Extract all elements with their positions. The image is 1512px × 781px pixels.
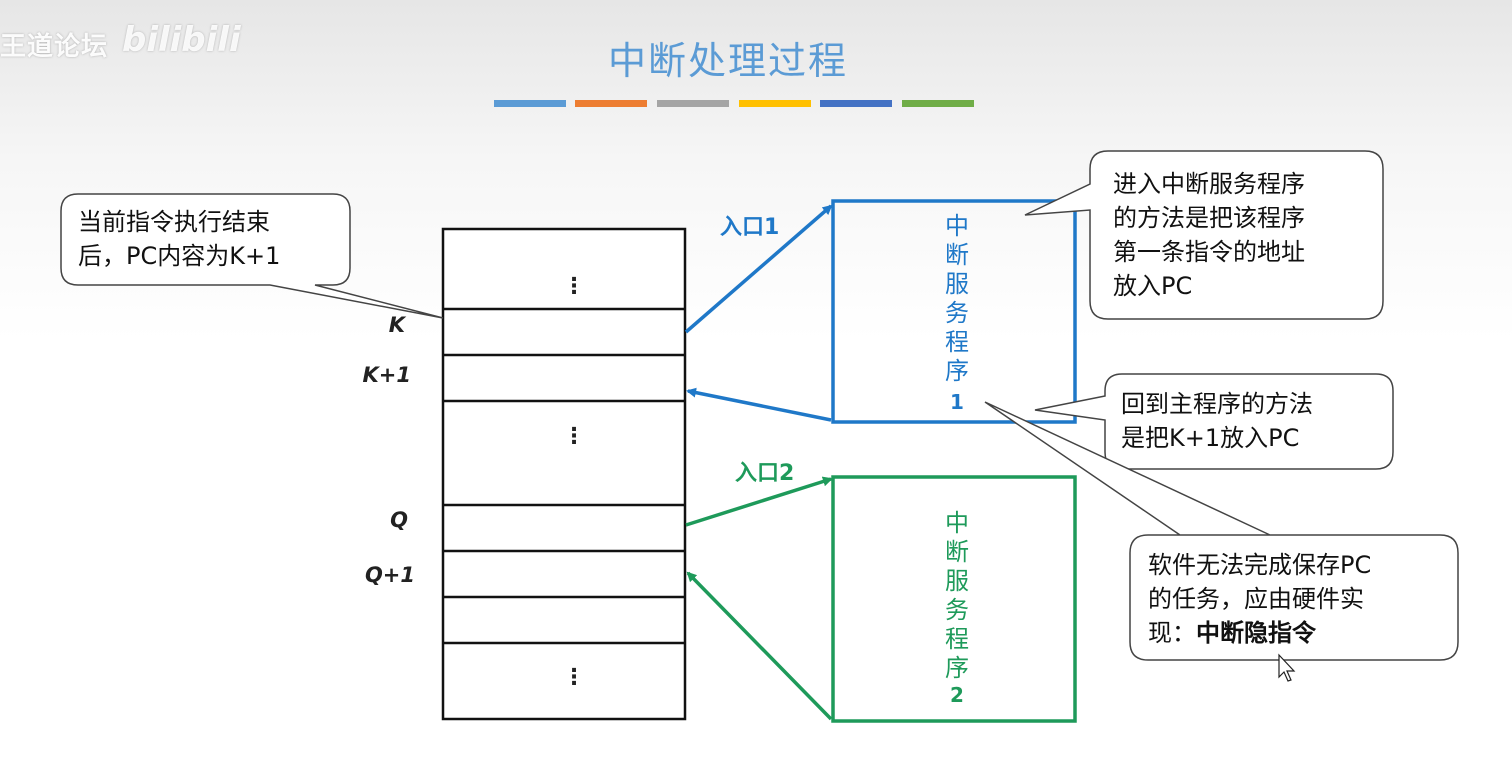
memory-label-k-plus-1: K+1: [362, 363, 411, 387]
callout-line-prefix: 现：: [1148, 619, 1196, 647]
callout-pc-after: 当前指令执行结束 后，PC内容为K+1: [78, 205, 280, 273]
service-routine-1-number: 1: [950, 390, 964, 414]
title-bar-gray: [657, 100, 729, 107]
arrow-return-to-k1: [686, 387, 832, 422]
memory-ellipsis: ⋮: [563, 665, 585, 690]
service-routine-1-box: [831, 199, 1077, 424]
callout-hardware-shape: [984, 401, 1459, 661]
interrupt-implicit-instruction-term: 中断隐指令: [1196, 619, 1316, 647]
bilibili-logo: bilibili: [122, 20, 241, 60]
callout-line: 回到主程序的方法: [1121, 390, 1313, 418]
page-title: 中断处理过程: [607, 39, 848, 83]
callout-line: 后，PC内容为K+1: [78, 242, 281, 270]
arrow-to-entry-2: [685, 476, 833, 527]
title-bar-darkblue: [820, 100, 892, 107]
callout-line: 第一条指令的地址: [1113, 238, 1305, 266]
title-bar-blue: [494, 100, 566, 107]
entry-2-label: 入口2: [735, 461, 795, 486]
service-routine-2-label: 中 断 服 务 程 序: [945, 509, 969, 682]
service-routine-2-number: 2: [950, 683, 964, 707]
memory-label-k: K: [388, 313, 405, 337]
callout-pc-after-shape: [60, 193, 444, 319]
callout-hardware: 软件无法完成保存PC 的任务，应由硬件实 现：中断隐指令: [1148, 548, 1371, 650]
callout-enter-service-shape: [1024, 150, 1384, 320]
memory-label-q-plus-1: Q+1: [364, 563, 415, 587]
service-routine-2-box: [831, 475, 1077, 723]
callout-line: 现：中断隐指令: [1148, 616, 1371, 650]
title-bar-yellow: [739, 100, 811, 107]
memory-ellipsis: ⋮: [563, 274, 585, 299]
callout-line: 放入PC: [1113, 272, 1193, 300]
entry-1-label: 入口1: [720, 215, 780, 240]
title-bar-green: [902, 100, 974, 107]
memory-ellipsis: ⋮: [563, 424, 585, 449]
callout-return-main: 回到主程序的方法 是把K+1放入PC: [1121, 387, 1313, 455]
watermark-text: 王道论坛: [0, 32, 109, 62]
callout-line: 的任务，应由硬件实: [1148, 585, 1364, 613]
callout-line: 的方法是把该程序: [1113, 204, 1305, 232]
callout-enter-service: 进入中断服务程序 的方法是把该程序 第一条指令的地址 放入PC: [1113, 167, 1305, 303]
callout-line: 当前指令执行结束: [78, 208, 270, 236]
title-bar-orange: [575, 100, 647, 107]
arrow-to-entry-1: [684, 204, 833, 334]
memory-label-q: Q: [390, 508, 408, 532]
mouse-cursor-icon: [1278, 653, 1296, 682]
callout-line: 进入中断服务程序: [1113, 170, 1305, 198]
arrow-return-to-q1: [686, 571, 833, 721]
service-routine-1-label: 中 断 服 务 程 序: [945, 212, 969, 385]
callout-line: 是把K+1放入PC: [1121, 424, 1300, 452]
memory-outline: [441, 227, 687, 721]
main-memory-block: [441, 227, 687, 721]
callout-line: 软件无法完成保存PC: [1148, 551, 1372, 579]
